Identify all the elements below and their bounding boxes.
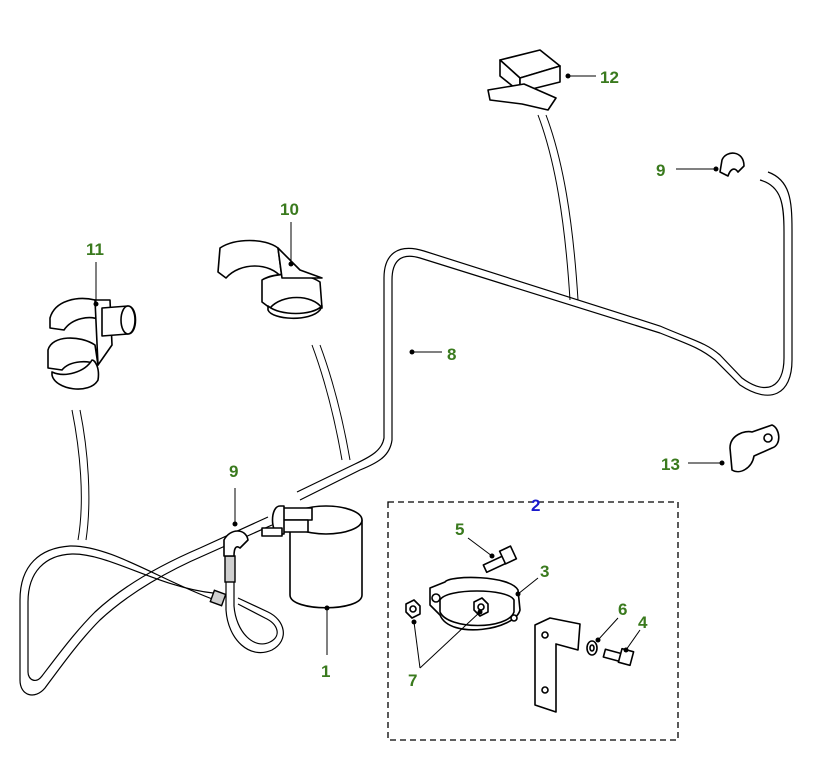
bolt-4 (602, 647, 635, 667)
carbon-canister (261, 505, 363, 609)
callout-13: 13 (661, 455, 680, 474)
callout-2: 2 (531, 496, 540, 515)
elbow-connector-upper (719, 152, 745, 177)
leader-lines (93, 73, 725, 669)
callout-11: 11 (86, 240, 104, 259)
callout-4: 4 (638, 613, 648, 632)
callout-8: 8 (447, 345, 456, 364)
callout-1: 1 (321, 662, 330, 681)
callout-3: 3 (540, 562, 549, 581)
callout-9-lower: 9 (229, 462, 238, 481)
vent-pipe (19, 171, 793, 696)
location-lines (71, 114, 579, 541)
callout-7: 7 (408, 671, 417, 690)
double-clip-11 (47, 297, 137, 390)
spring-clip-12 (487, 49, 561, 111)
bracket-kit-box (387, 501, 679, 741)
elbow-connector-lower (223, 530, 249, 557)
mounting-bracket (534, 617, 581, 713)
nuts-7 (405, 597, 489, 619)
callout-9-upper: 9 (656, 161, 665, 180)
washer-6 (586, 640, 598, 656)
double-clip-10 (217, 239, 323, 320)
p-clip-13 (729, 424, 780, 473)
callout-10: 10 (280, 200, 299, 219)
bolt-5 (482, 545, 518, 574)
callout-5: 5 (455, 520, 464, 539)
callout-labels: 1 2 3 4 5 6 7 8 9 9 10 11 12 13 (86, 68, 680, 690)
callout-12: 12 (600, 68, 619, 87)
callout-6: 6 (618, 600, 627, 619)
